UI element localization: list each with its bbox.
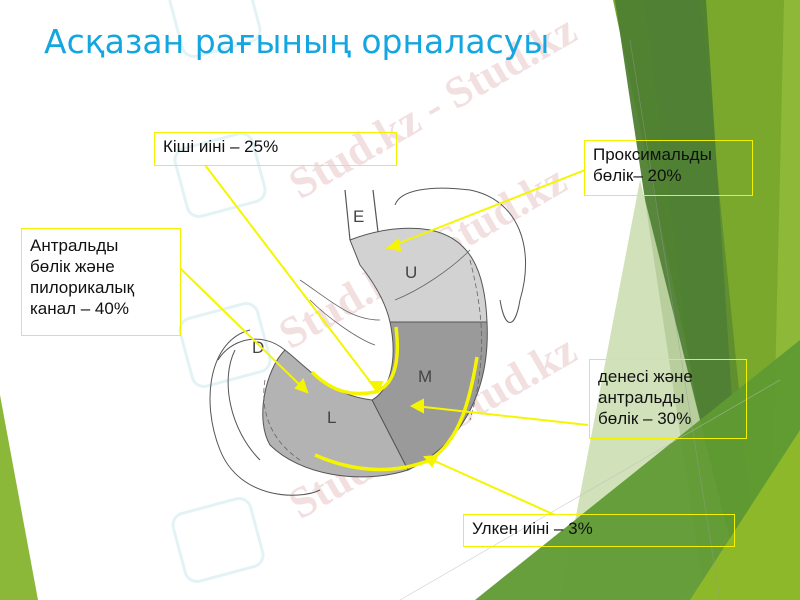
callout-text: денесі және: [598, 367, 693, 386]
callout-lesser-curvature: Кіші иіні – 25%: [154, 132, 397, 166]
callout-greater-curvature: Улкен иіні – 3%: [463, 514, 735, 547]
callout-text: Проксимальды: [593, 145, 712, 164]
callout-text: канал – 40%: [30, 299, 129, 318]
pointer-antral: [179, 267, 306, 391]
callout-text: бөлік– 20%: [593, 166, 682, 185]
label-u: U: [405, 263, 417, 282]
green-panel-bottom: [475, 340, 800, 600]
callout-proximal-part: Проксимальды бөлік– 20%: [584, 140, 753, 196]
callout-text: пилорикалық: [30, 278, 135, 297]
callout-text: Кіші иіні – 25%: [163, 137, 279, 156]
pointer-proximal: [391, 169, 586, 247]
callout-text: Антральды: [30, 236, 119, 255]
green-wedge-left: [0, 395, 38, 600]
label-m: M: [418, 367, 432, 386]
callout-body-antral: денесі және антральды бөлік – 30%: [589, 359, 747, 439]
label-d: D: [252, 338, 264, 357]
callout-text: Улкен иіні – 3%: [472, 519, 593, 538]
slide-title: Асқазан рағының орналасуы: [44, 22, 550, 61]
pointer-lesser-curvature: [204, 164, 379, 393]
callout-text: бөлік және: [30, 257, 115, 276]
callout-antral-pyloric: Антральды бөлік және пилорикалық канал –…: [21, 228, 181, 336]
pointer-body-antral: [414, 405, 589, 426]
callout-text: бөлік – 30%: [598, 409, 692, 428]
callout-text: антральды: [598, 388, 685, 407]
label-l: L: [327, 408, 336, 427]
green-panel-lime: [690, 430, 800, 600]
label-e: E: [353, 207, 364, 226]
lesser-curvature-highlight: [310, 326, 400, 396]
pointer-greater-curvature: [427, 457, 556, 516]
